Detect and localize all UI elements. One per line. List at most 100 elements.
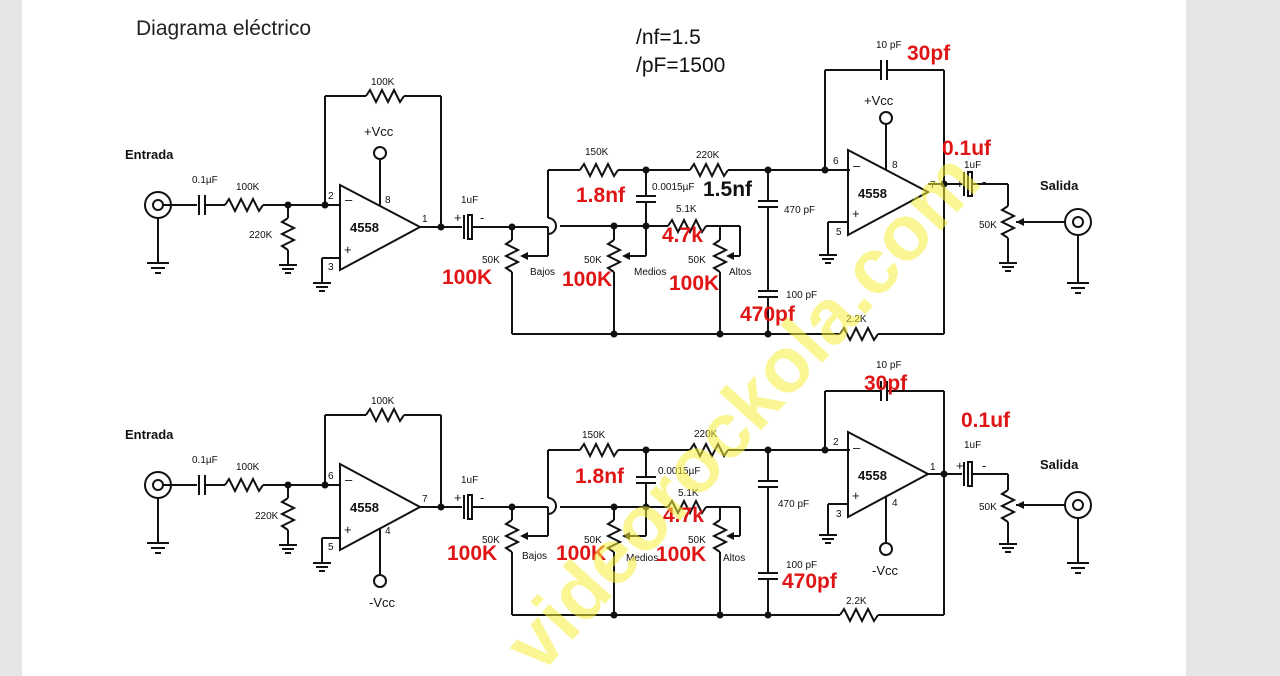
svg-text:+: + <box>454 210 462 225</box>
pin-label: 4 <box>385 526 391 537</box>
watermark: videorockola.com <box>487 136 996 676</box>
cap-in-label: 0.1µF <box>192 455 218 466</box>
pin-label: 3 <box>328 262 334 273</box>
vcc-label: +Vcc <box>364 124 394 139</box>
svg-text:+: + <box>344 522 352 537</box>
svg-text:+: + <box>344 242 352 257</box>
annotation: 1.5nf <box>703 178 753 201</box>
output-label: Salida <box>1040 457 1079 472</box>
vcc-label: +Vcc <box>864 93 894 108</box>
pin-label: 6 <box>328 471 334 482</box>
cfb-label: 10 pF <box>876 40 902 51</box>
mid-label: Medios <box>626 553 658 564</box>
vcc-label: -Vcc <box>369 595 396 610</box>
annotation: 30pf <box>907 42 951 65</box>
r2k2-label: 2.2K <box>846 596 867 607</box>
annotation: 100K <box>447 542 497 565</box>
c470-label: 470 pF <box>784 205 815 216</box>
circuit-1: Entrada 0.1µF 100K 220K 100K +Vcc 4558 2… <box>125 40 1092 343</box>
pin-label: 6 <box>833 156 839 167</box>
r-in-label: 100K <box>236 462 260 473</box>
pin-label: 8 <box>385 195 391 206</box>
annotation: 0.1uf <box>961 409 1011 432</box>
svg-text:+: + <box>852 206 860 221</box>
bass-label: Bajos <box>530 267 555 278</box>
pin-label: 5 <box>836 227 842 238</box>
annotation: 100K <box>656 543 706 566</box>
r2k2-label: 2.2K <box>846 314 867 325</box>
opamp2-name: 4558 <box>858 468 887 483</box>
annotation: 1.8nf <box>576 184 626 207</box>
svg-text:-: - <box>480 210 484 225</box>
pin-label: 5 <box>328 542 334 553</box>
svg-text:-: - <box>480 490 484 505</box>
r220k-label: 220K <box>694 429 718 440</box>
c100-label: 100 pF <box>786 290 817 301</box>
c0015-label: 0.0015µF <box>652 182 694 193</box>
page-title: Diagrama eléctrico <box>136 17 311 40</box>
schematic-diagram: Entrada 0.1µF 100K 220K 100K +Vcc 4558 2… <box>125 17 1092 676</box>
r-in-label: 100K <box>236 182 260 193</box>
pin-label: 8 <box>892 160 898 171</box>
svg-text:+: + <box>956 458 964 473</box>
svg-text:–: – <box>345 472 353 487</box>
vcc-label: -Vcc <box>872 563 899 578</box>
input-label: Entrada <box>125 147 174 162</box>
treble-label: Altos <box>723 553 745 564</box>
opamp1-name: 4558 <box>350 500 379 515</box>
pin-label: 3 <box>836 509 842 520</box>
c470-label: 470 pF <box>778 499 809 510</box>
c-couple-label: 1uF <box>461 475 478 486</box>
c0015-label: 0.0015µF <box>658 466 700 477</box>
r-bias-label: 220K <box>255 511 279 522</box>
pot-label: 50K <box>482 535 500 546</box>
treble-label: Altos <box>729 267 751 278</box>
svg-text:+: + <box>454 490 462 505</box>
pot-label: 50K <box>584 535 602 546</box>
c100-label: 100 pF <box>786 560 817 571</box>
bass-label: Bajos <box>522 551 547 562</box>
pin-label: 4 <box>892 498 898 509</box>
svg-text:+: + <box>852 488 860 503</box>
svg-text:-: - <box>982 174 986 189</box>
svg-text:–: – <box>853 158 861 173</box>
pin-label: 1 <box>930 462 936 473</box>
annotation: 4.7k <box>663 504 704 527</box>
output-label: Salida <box>1040 178 1079 193</box>
cfb-label: 10 pF <box>876 360 902 371</box>
annotation: 100K <box>442 266 492 289</box>
svg-text:+: + <box>956 176 964 191</box>
pot-label: 50K <box>688 535 706 546</box>
input-label: Entrada <box>125 427 174 442</box>
opamp1-name: 4558 <box>350 220 379 235</box>
annotation: 100K <box>669 272 719 295</box>
annotation: 0.1uf <box>942 137 992 160</box>
r-fb-label: 100K <box>371 396 395 407</box>
svg-text:-: - <box>982 458 986 473</box>
pot-label: 50K <box>584 255 602 266</box>
pin-label: 7 <box>422 494 428 505</box>
annotation: 1.8nf <box>575 465 625 488</box>
c-out-label: 1uF <box>964 160 981 171</box>
pot-label: 50K <box>979 220 997 231</box>
note-pf: /pF=1500 <box>636 54 725 77</box>
note-nf: /nf=1.5 <box>636 26 701 49</box>
pot-label: 50K <box>979 502 997 513</box>
pot-label: 50K <box>482 255 500 266</box>
annotation: 470pf <box>782 570 838 593</box>
svg-text:–: – <box>853 440 861 455</box>
annotation: 30pf <box>864 372 908 395</box>
document-page: Entrada 0.1µF 100K 220K 100K +Vcc 4558 2… <box>22 0 1186 676</box>
svg-text:–: – <box>345 192 353 207</box>
pin-label: 1 <box>422 214 428 225</box>
r150k-label: 150K <box>582 430 606 441</box>
r150k-label: 150K <box>585 147 609 158</box>
annotation: 470pf <box>740 303 796 326</box>
pin-label: 2 <box>328 191 334 202</box>
opamp2-name: 4558 <box>858 186 887 201</box>
annotation: 100K <box>556 542 606 565</box>
r-fb-label: 100K <box>371 77 395 88</box>
r5k1-label: 5.1K <box>676 204 697 215</box>
r-bias-label: 220K <box>249 230 273 241</box>
mid-label: Medios <box>634 267 666 278</box>
